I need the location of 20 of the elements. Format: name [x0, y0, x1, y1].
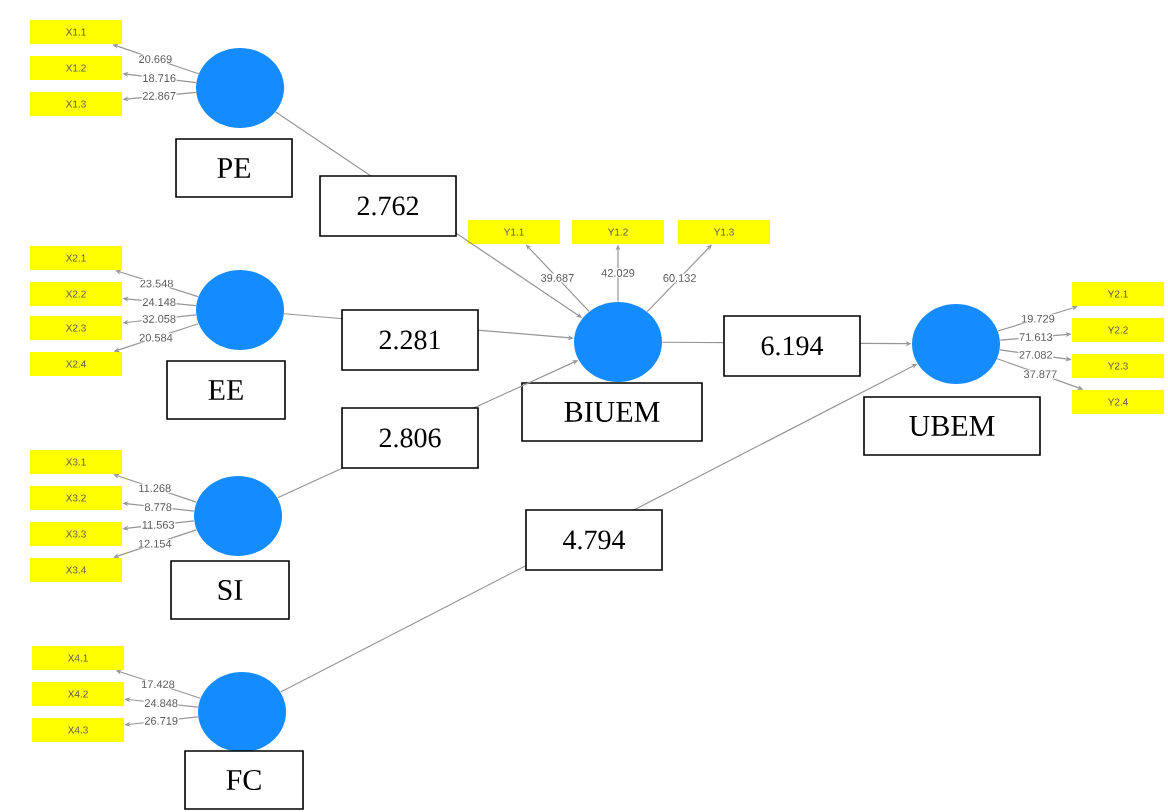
coefficient-box: 6.194 [723, 315, 861, 377]
arrow [997, 305, 1078, 332]
coefficient-box: 2.281 [341, 309, 479, 371]
arrow [113, 529, 197, 559]
construct-label-box: FC [184, 750, 304, 810]
latent-circle [194, 476, 282, 556]
latent-circle [912, 304, 1000, 384]
arrow [115, 269, 199, 298]
construct-label-box: EE [166, 360, 286, 420]
coefficient-box: 2.762 [319, 175, 457, 237]
latent-circle [196, 270, 284, 350]
latent-circle [198, 672, 286, 752]
construct-label-box: PE [175, 138, 293, 198]
construct-label-box: BIUEM [521, 382, 703, 442]
coefficient-box: 2.806 [341, 407, 479, 469]
latent-circle [196, 48, 284, 128]
latent-circle [574, 302, 662, 382]
construct-label-box: SI [170, 560, 290, 620]
coefficient-box: 4.794 [525, 509, 663, 571]
construct-label-box: UBEM [863, 396, 1041, 456]
